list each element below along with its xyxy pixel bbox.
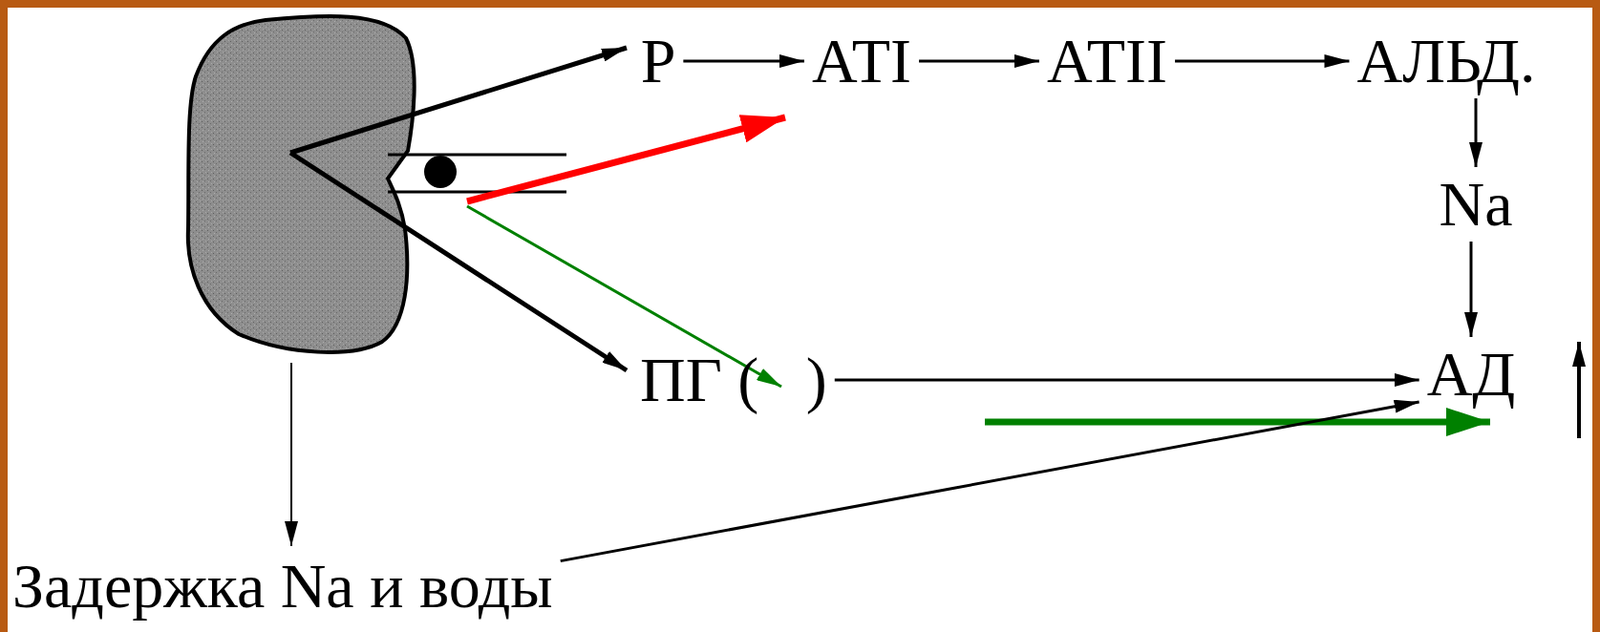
term-node: АЛЬД.: [1354, 29, 1537, 93]
kidney-shape: [188, 16, 415, 353]
connector-arrow: [1474, 98, 1478, 168]
kidney-arrow: [290, 47, 627, 153]
node-text: Р: [640, 29, 677, 93]
connector-arrow: [834, 379, 1420, 383]
green-arrow: [984, 419, 1491, 427]
stenosis-dot: [424, 155, 457, 189]
node-text: АД: [1427, 342, 1516, 406]
term-node: Na: [1437, 172, 1515, 236]
term-node: Р: [639, 29, 679, 93]
node-text: Na: [1439, 172, 1514, 236]
term-node: ПГ ( ): [638, 348, 830, 412]
connector-arrow: [682, 60, 805, 64]
red-arrow: [467, 117, 786, 202]
connector-arrow: [560, 402, 1420, 562]
connector-arrow: [1470, 241, 1473, 338]
node-text: АТII: [1046, 29, 1168, 93]
increase-arrow: [1577, 341, 1581, 439]
term-node: АТI: [810, 29, 914, 93]
renal-artery-wall: [387, 191, 567, 194]
node-text: АТI: [811, 29, 912, 93]
term-node: Задержка Na и воды: [10, 554, 555, 619]
kidney-arrow: [290, 152, 627, 371]
node-text: Задержка Na и воды: [12, 554, 554, 619]
connector-arrow: [918, 60, 1040, 64]
term-node: АТII: [1045, 29, 1170, 93]
node-text: АЛЬД.: [1356, 29, 1536, 93]
connector-arrow: [1174, 60, 1349, 64]
kidney-arrow: [290, 362, 293, 547]
node-text: ПГ ( ): [640, 348, 828, 412]
renal-artery-wall: [387, 153, 567, 157]
term-node: АД: [1425, 342, 1518, 406]
